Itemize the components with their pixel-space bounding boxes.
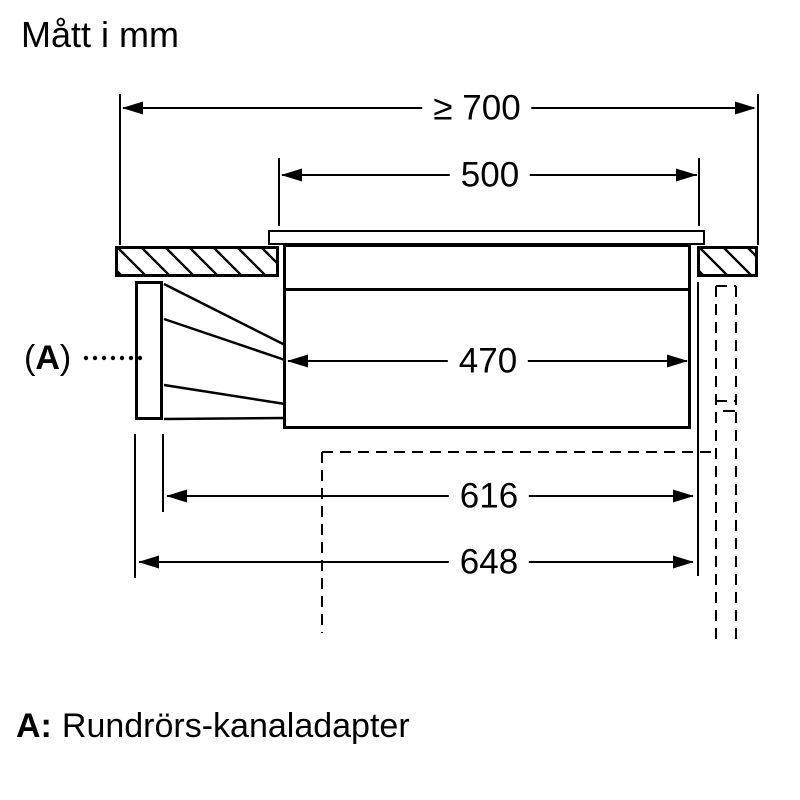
cone-line-1	[163, 282, 286, 347]
dimension-label-overall-width: ≥ 700	[422, 90, 532, 126]
appliance-body	[283, 244, 691, 429]
arrowhead-700-left-icon	[122, 101, 143, 115]
arrowhead-616-right-icon	[673, 489, 694, 503]
arrowhead-500-left-icon	[281, 168, 302, 182]
dimension-label-body-width: 470	[447, 343, 529, 379]
dimension-label-cutout-width: 500	[449, 157, 531, 193]
legend-description: Rundrörs-kanaladapter	[61, 707, 410, 745]
appliance-body-divider	[285, 288, 689, 291]
callout-key: A	[35, 339, 60, 377]
worktop-right	[697, 246, 758, 277]
dimension-label-inner-span: 616	[448, 478, 530, 514]
callout-close-paren: )	[59, 339, 72, 377]
arrowhead-470-right-icon	[667, 354, 688, 368]
cone-line-2	[163, 317, 286, 362]
legend-key: A:	[16, 707, 52, 745]
legend-text: A:Rundrörs-kanaladapter	[16, 706, 410, 747]
dimension-label-outer-span: 648	[448, 544, 530, 580]
cone-line-4	[163, 416, 286, 421]
arrowhead-700-right-icon	[735, 101, 756, 115]
arrowhead-616-left-icon	[166, 489, 187, 503]
page-title: Mått i mm	[21, 14, 179, 55]
callout-leader-dots	[83, 355, 143, 361]
callout-a-label: (A)	[24, 341, 71, 375]
callout-open-paren: (	[24, 339, 36, 377]
worktop-left	[115, 246, 279, 277]
arrowhead-500-right-icon	[676, 168, 697, 182]
cone-line-3	[163, 383, 286, 406]
duct-adapter-flange	[135, 281, 163, 420]
arrowhead-648-left-icon	[138, 555, 159, 569]
arrowhead-470-left-icon	[287, 354, 308, 368]
arrowhead-648-right-icon	[673, 555, 694, 569]
